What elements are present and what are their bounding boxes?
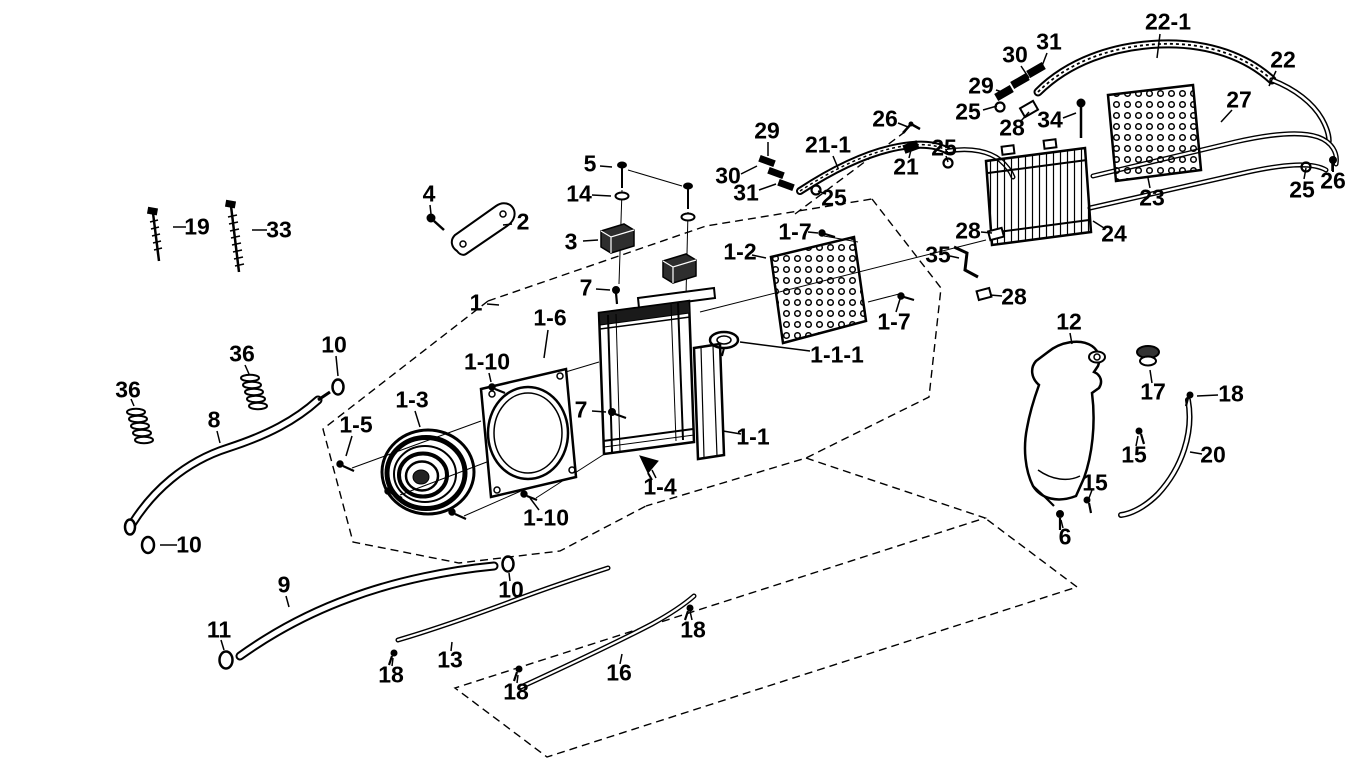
leader-line-3-28 — [582, 239, 599, 242]
leader-line-31-18 — [758, 183, 777, 191]
oil-cooler — [984, 138, 1093, 247]
fan-shroud — [479, 367, 578, 499]
leader-line-25-16 — [817, 190, 827, 195]
small-parts — [140, 62, 1337, 682]
leader-lines — [130, 33, 1333, 684]
spring-36-left — [126, 407, 154, 445]
leader-line-36-40 — [244, 364, 250, 375]
leader-line-1-7-34 — [895, 298, 901, 313]
pipe-return — [1087, 162, 1329, 211]
phantom-outlines — [322, 130, 1079, 758]
leader-line-8-43 — [216, 430, 221, 444]
leader-line-30-2 — [1020, 65, 1030, 79]
leader-line-15-61 — [1135, 435, 1139, 447]
spring-36-right — [240, 373, 268, 411]
leader-line-12-58 — [1069, 332, 1073, 345]
leader-line-1-32 — [486, 303, 500, 306]
leader-line-10-50 — [508, 572, 511, 582]
leader-line-22-3 — [1268, 70, 1277, 87]
hose-8 — [123, 390, 331, 536]
leader-line-1-2-30 — [751, 254, 767, 259]
leader-line-1-6-33 — [543, 329, 549, 359]
leader-line-17-59 — [1149, 369, 1153, 384]
reservoir-tank — [1023, 340, 1106, 507]
radiator-side-tank-1-1 — [692, 342, 726, 461]
screen-1-2 — [769, 235, 868, 345]
leader-line-7-45 — [591, 410, 607, 413]
leader-line-31-1 — [1041, 52, 1048, 67]
leader-line-1-3-42 — [414, 410, 421, 428]
leader-line-34-7 — [1062, 112, 1077, 119]
leader-line-9-51 — [285, 595, 290, 608]
pipe-supply — [1090, 131, 1339, 179]
leader-line-21-1-11 — [832, 155, 839, 169]
leader-line-30-17 — [740, 165, 758, 175]
leader-line-28-23 — [989, 294, 1003, 297]
leader-line-15-63 — [1088, 489, 1093, 499]
leader-line-18-54 — [391, 657, 394, 667]
leader-line-26-9 — [897, 122, 909, 128]
leader-line-1-7-29 — [807, 231, 819, 234]
leader-line-28-21 — [980, 231, 993, 234]
hose-20 — [1118, 397, 1193, 518]
leader-line-5-24 — [599, 165, 613, 168]
leader-line-1-10-39 — [488, 372, 492, 383]
leader-line-25-10 — [945, 155, 949, 163]
leader-line-14-25 — [591, 194, 612, 197]
leader-line-21-19 — [908, 149, 912, 159]
leader-line-18-60 — [1196, 394, 1219, 397]
pipe-22 — [1269, 77, 1332, 144]
hose-9 — [235, 561, 499, 661]
leader-line-18-57 — [689, 610, 693, 621]
hose-21-1 — [796, 140, 952, 195]
leader-line-18-56 — [516, 674, 519, 684]
leader-line-27-6 — [1220, 109, 1233, 123]
leader-line-35-22 — [949, 255, 960, 259]
leader-line-1-1-46 — [722, 430, 742, 435]
leader-line-20-62 — [1189, 451, 1203, 455]
leader-line-4-26 — [429, 204, 432, 215]
bracket-3-upper — [600, 223, 635, 254]
leader-line-6-64 — [1060, 519, 1064, 529]
screw-33 — [224, 199, 245, 273]
leader-line-16-55 — [619, 653, 623, 665]
leader-line-1-4-47 — [651, 469, 657, 479]
leader-line-24-20 — [1092, 220, 1105, 229]
hose-13 — [395, 565, 611, 643]
screen-23 — [1106, 83, 1203, 183]
leader-line-11-52 — [220, 639, 225, 651]
leader-line-13-53 — [450, 641, 453, 652]
leader-line-23-13 — [1147, 177, 1151, 189]
bracket-2 — [450, 202, 516, 256]
bracket-3-lower — [662, 253, 697, 284]
leader-line-2-27 — [502, 223, 513, 226]
leader-line-1-1-1-35 — [739, 341, 811, 352]
filler-cap-1-1-1 — [708, 330, 740, 357]
leader-line-1-5-44 — [345, 435, 353, 457]
leader-line-7-31 — [595, 288, 611, 291]
reservoir-cap-17 — [1136, 345, 1160, 367]
leader-line-28-8 — [1020, 111, 1030, 122]
leader-line-29-4 — [995, 89, 1009, 95]
leader-line-1-10-48 — [529, 497, 540, 511]
leader-line-25-15 — [1303, 167, 1307, 180]
leader-line-25-5 — [982, 105, 998, 111]
hose-22-1 — [1033, 39, 1277, 97]
leader-line-36-41 — [130, 398, 135, 407]
fan-clutch — [380, 428, 476, 516]
leader-line-22-1-0 — [1156, 33, 1161, 59]
screw-19 — [146, 206, 163, 262]
hose-16 — [518, 593, 697, 690]
leader-line-10-38 — [335, 355, 339, 377]
